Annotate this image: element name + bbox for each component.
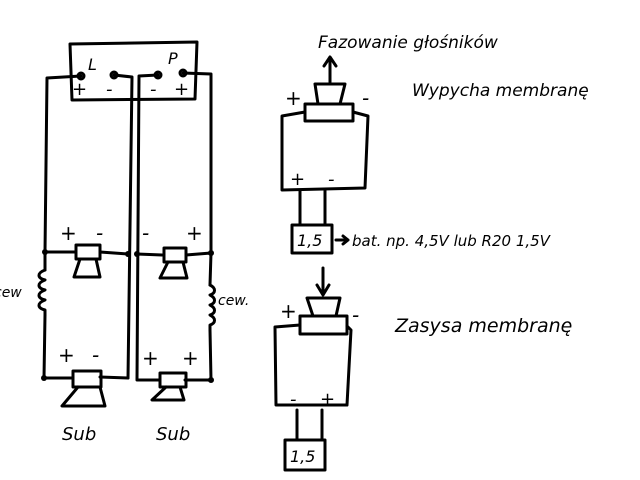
- sign-label: +: [174, 79, 189, 100]
- sign-label: -: [352, 303, 359, 327]
- speaker-right-mid: [158, 246, 189, 280]
- sign-label: +: [72, 79, 87, 100]
- sign-label: 1,5: [297, 231, 322, 250]
- sign-label: -: [150, 79, 157, 100]
- coil-right-label: cew.: [218, 293, 249, 309]
- coil-left: [37, 268, 47, 317]
- diagram-title: Fazowanie głośników: [318, 33, 498, 53]
- sign-label: +: [280, 299, 297, 323]
- battery-pull: [283, 438, 327, 472]
- sign-label: -: [92, 343, 99, 367]
- sign-label: -: [96, 221, 103, 245]
- sign-label: -: [362, 86, 369, 110]
- sign-label: +: [290, 169, 305, 190]
- speaker-right-sub: [150, 371, 188, 402]
- pull-caption: Zasysa membranę: [394, 315, 572, 337]
- coil-right: [208, 283, 216, 332]
- sign-label: +: [186, 221, 203, 245]
- sign-label: +: [320, 389, 335, 410]
- sign-label: 1,5: [290, 447, 315, 466]
- sub-right-label: Sub: [156, 424, 190, 445]
- coil-left-label: cew: [0, 285, 22, 301]
- sign-label: +: [60, 221, 77, 245]
- speaker-push: [303, 82, 355, 123]
- amp-right-label: P: [168, 49, 178, 68]
- sign-label: +: [58, 343, 75, 367]
- battery-note: bat. np. 4,5V lub R20 1,5V: [352, 232, 552, 250]
- sign-label: -: [328, 169, 335, 190]
- speaker-left-sub: [60, 369, 107, 408]
- amplifier-box: [68, 40, 199, 102]
- sign-label: -: [290, 389, 297, 410]
- sub-left-label: Sub: [62, 424, 96, 445]
- sign-label: -: [106, 79, 113, 100]
- sign-label: +: [142, 346, 159, 370]
- speaker-left-mid: [72, 243, 102, 279]
- sign-label: +: [285, 86, 302, 110]
- amp-left-label: L: [88, 55, 97, 74]
- sign-label: +: [182, 346, 199, 370]
- battery-push: [290, 223, 334, 255]
- push-caption: Wypycha membranę: [412, 81, 589, 101]
- speaker-pull: [298, 296, 349, 336]
- sign-label: -: [142, 221, 149, 245]
